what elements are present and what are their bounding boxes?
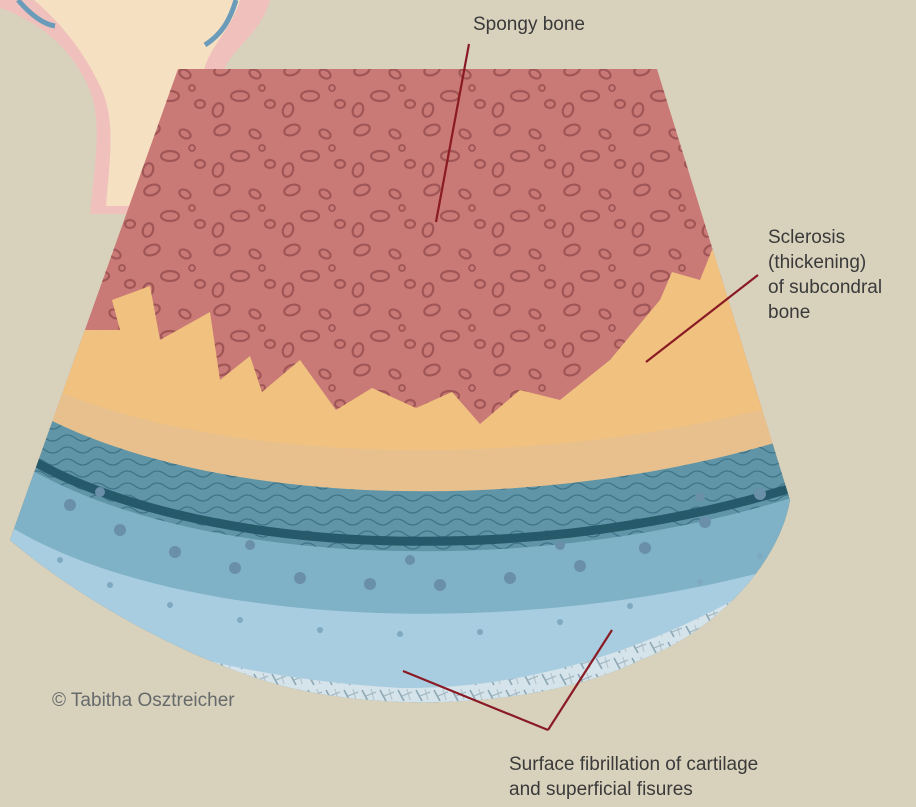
copyright-credit: © Tabitha Osztreicher <box>52 688 235 713</box>
label-surface-fibrillation: Surface fibrillation of cartilage and su… <box>509 752 758 802</box>
label-sclerosis: Sclerosis (thickening) of subcondral bon… <box>768 225 882 325</box>
label-spongy-bone: Spongy bone <box>473 12 585 37</box>
label-surface-line-2: and superficial fisures <box>509 777 758 802</box>
label-sclerosis-line-3: of subcondral <box>768 275 882 300</box>
label-sclerosis-line-1: Sclerosis <box>768 225 882 250</box>
label-surface-line-1: Surface fibrillation of cartilage <box>509 752 758 777</box>
label-sclerosis-line-4: bone <box>768 300 882 325</box>
label-sclerosis-line-2: (thickening) <box>768 250 882 275</box>
